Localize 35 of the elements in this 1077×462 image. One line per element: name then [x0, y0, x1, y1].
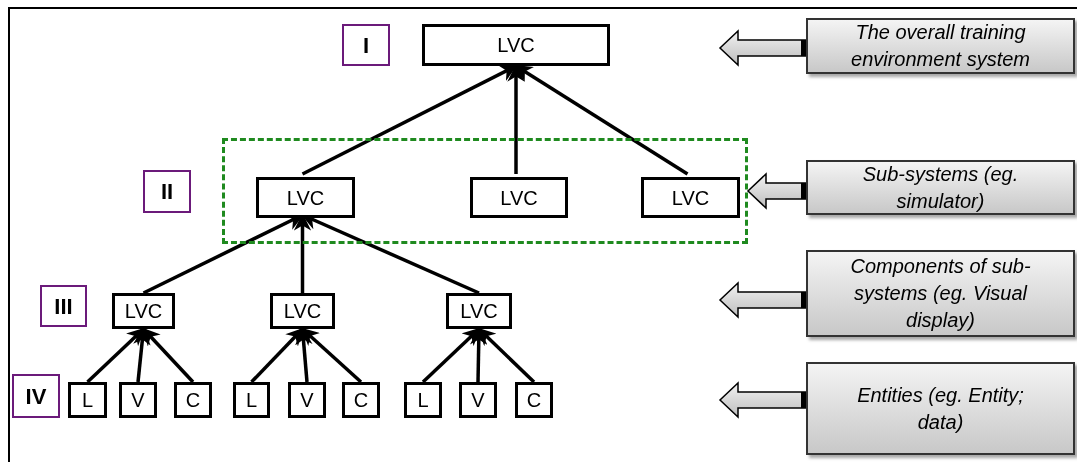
entity-box: L	[404, 382, 442, 418]
lvc-box: LVC	[112, 293, 175, 329]
entity-box: C	[174, 382, 212, 418]
level-numeral-box: I	[342, 24, 390, 66]
level-numeral-box: II	[143, 170, 191, 213]
arrow	[142, 327, 195, 384]
arrow	[477, 327, 536, 384]
level-numeral-box: III	[40, 285, 87, 327]
entity-box: C	[342, 382, 380, 418]
arrow	[514, 64, 689, 176]
block-arrow	[718, 281, 807, 319]
entity-box: C	[515, 382, 553, 418]
entity-box: L	[233, 382, 270, 418]
lvc-box: LVC	[422, 24, 610, 66]
arrow	[301, 327, 363, 384]
lvc-box: LVC	[641, 177, 740, 218]
entity-box: V	[288, 382, 326, 418]
description-box: The overall training environment system	[806, 18, 1075, 74]
lvc-box: LVC	[270, 293, 335, 329]
entity-box: V	[459, 382, 497, 418]
lvc-box: LVC	[470, 177, 568, 218]
lvc-box: LVC	[256, 177, 355, 218]
description-box: Entities (eg. Entity; data)	[806, 362, 1075, 455]
lvc-box: LVC	[446, 293, 512, 329]
level-numeral-box: IV	[12, 374, 60, 418]
description-box: Components of sub-systems (eg. Visual display)	[806, 250, 1075, 337]
arrow	[250, 327, 304, 384]
block-arrow	[746, 172, 807, 210]
block-arrow	[718, 29, 807, 67]
dashed-group-boundary	[222, 138, 748, 244]
arrow	[86, 327, 145, 384]
description-box: Sub-systems (eg. simulator)	[806, 160, 1075, 215]
block-arrow	[718, 381, 807, 419]
entity-box: V	[119, 382, 157, 418]
entity-box: L	[68, 382, 107, 418]
